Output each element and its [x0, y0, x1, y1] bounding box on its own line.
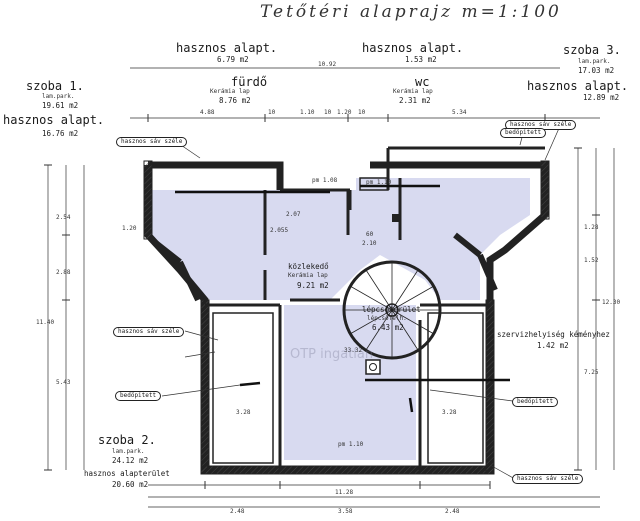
dim-top-a: 4.88: [200, 109, 215, 116]
dim-room-width: 3.28: [442, 409, 457, 416]
useful-edge-tag: hasznos sáv széle: [116, 137, 188, 147]
lepcso-floor: lépcsőfelh.: [367, 315, 407, 322]
dim-right-c: 7.25: [584, 369, 599, 376]
dim-left-b: 2.88: [56, 269, 71, 276]
bay-walls: [150, 232, 498, 302]
szoba3-area: 17.03 m2: [578, 66, 615, 75]
dim-top-e: 1.20: [337, 109, 352, 116]
useful-edge-tag: hasznos sáv széle: [512, 474, 584, 484]
furdo-floor: Kerámia lap: [210, 88, 250, 95]
room-inner-frames: [212, 177, 484, 464]
dim-top-total: 10.92: [318, 61, 337, 68]
szoba1-useful-area: 16.76 m2: [42, 129, 79, 138]
szoba1-area: 19.61 m2: [42, 101, 79, 110]
szoba3-useful-label: hasznos alapt.: [527, 79, 629, 93]
useful-edge-tag: hasznos sáv széle: [113, 327, 185, 337]
furdo-name: fürdő: [231, 75, 268, 89]
dimension-ticks: [44, 114, 600, 489]
useful-edge-lines: [175, 184, 510, 413]
szerviz-area: 1.42 m2: [537, 341, 569, 350]
dim-room-width: 3.28: [236, 409, 251, 416]
watermark: OTP ingatlan: [290, 347, 374, 362]
szoba2-useful-area: 20.60 m2: [112, 480, 149, 489]
plan-title: Tetőtéri alaprajz m=1:100: [260, 2, 562, 22]
dim-left-c: 5.43: [56, 379, 71, 386]
dim-parapet: pm 1.10: [366, 179, 392, 186]
kozlekedo-floor: Kerámia lap: [288, 272, 328, 279]
szoba2-floor: lam.park.: [112, 448, 145, 455]
left-useful-area: 6.79 m2: [217, 55, 249, 64]
szerviz-name: szervizhelyiség kéményhez: [497, 330, 610, 339]
dim-top-g: 5.34: [452, 109, 467, 116]
dim-inner: 33.32: [344, 347, 363, 354]
szoba1-floor: lam.park.: [42, 93, 75, 100]
dim-top-c: 1.10: [300, 109, 315, 116]
wc-area: 2.31 m2: [399, 96, 431, 105]
wc-floor: Kerámia lap: [393, 88, 433, 95]
built-in-tag: bedöpitett: [115, 391, 162, 401]
dim-right-a: 1.28: [584, 224, 599, 231]
szoba2-area: 24.12 m2: [112, 456, 149, 465]
szoba3-useful-area: 12.89 m2: [583, 93, 620, 102]
mid-useful-area: 1.53 m2: [405, 55, 437, 64]
dim-parapet: pm 1.08: [312, 177, 338, 184]
dimension-lines: [47, 67, 615, 508]
wc-name: wc: [415, 75, 430, 89]
dim-top-d: 10: [324, 109, 332, 116]
szoba1-useful-label: hasznos alapt.: [3, 113, 105, 127]
dim-bottom-total: 11.28: [335, 489, 354, 496]
szoba3-name: szoba 3.: [563, 43, 621, 57]
dim-inner: 2.07: [286, 211, 301, 218]
dim-top-b: 10: [268, 109, 276, 116]
left-useful-label: hasznos alapt.: [176, 41, 278, 55]
dim-inner: 2.10: [362, 240, 377, 247]
spiral-staircase: [342, 260, 442, 360]
kozlekedo-area: 9.21 m2: [297, 281, 329, 290]
lepcso-area: 6.43 m2: [372, 323, 404, 332]
dim-left-a: 2.54: [56, 214, 71, 221]
dim-right-total: 12.30: [602, 299, 621, 306]
built-in-tag: bedöpitett: [500, 128, 547, 138]
dim-left-total: 11.40: [36, 319, 55, 326]
dim-top-f: 10: [358, 109, 366, 116]
dim-right-b: 1.52: [584, 257, 599, 264]
mid-useful-label: hasznos alapt.: [362, 41, 464, 55]
outer-walls-hatch: [143, 160, 550, 475]
dim-parapet: pm 1.10: [338, 441, 364, 448]
szoba2-useful-label: hasznos alapterület: [84, 469, 170, 478]
dim-inner: 2.055: [270, 227, 289, 234]
usable-area-shading: [152, 178, 530, 460]
furdo-area: 8.76 m2: [219, 96, 251, 105]
szoba1-name: szoba 1.: [26, 79, 84, 93]
szoba2-name: szoba 2.: [98, 433, 156, 447]
dim-bottom-b: 3.58: [338, 508, 353, 515]
dim-inner: 60: [366, 231, 374, 238]
dim-bottom-c: 2.48: [445, 508, 460, 515]
lepcso-name: lépcsőterület: [362, 305, 421, 314]
built-in-tag: bedöpitett: [512, 397, 559, 407]
dim-inner: 1.20: [122, 225, 137, 232]
kozlekedo-name: közlekedő: [288, 262, 329, 271]
szoba3-floor: lam.park.: [578, 58, 611, 65]
dim-bottom-a: 2.48: [230, 508, 245, 515]
chimney: [365, 214, 400, 375]
